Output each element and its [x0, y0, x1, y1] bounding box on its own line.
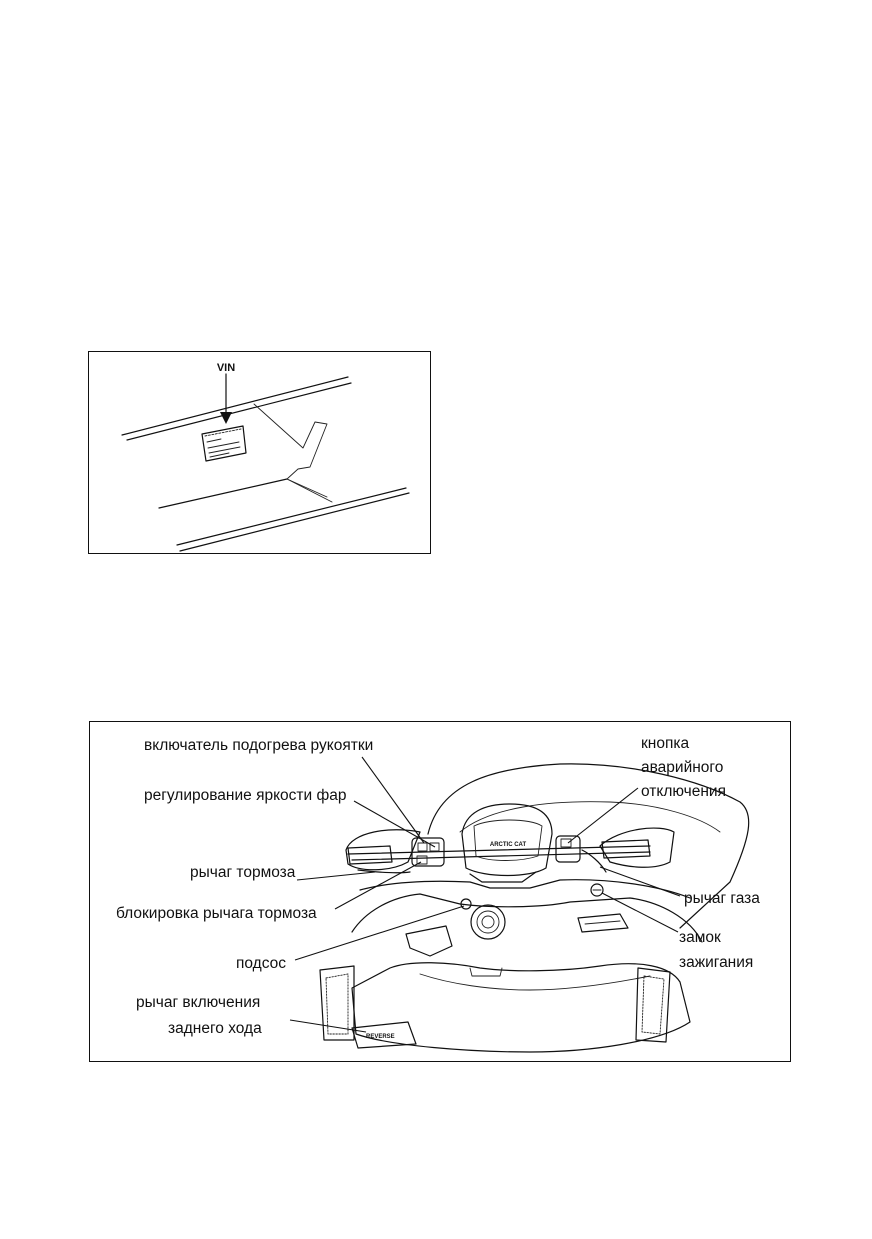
panel-edge-middle: [158, 478, 288, 509]
seat: [351, 962, 691, 1053]
leader-throttle: [599, 866, 681, 897]
label-reverse-lever-line1: рычаг включения: [136, 994, 260, 1011]
frame-seam: [253, 403, 333, 503]
gauge-pod: [461, 803, 553, 877]
emergency-stop-button-icon: [560, 838, 572, 848]
controls-drawing: ARCTIC CAT: [116, 735, 760, 1053]
panel-edge-upper: [121, 376, 349, 436]
steering-column: [469, 871, 537, 883]
right-switch-housing: [555, 835, 581, 863]
right-vent: [577, 913, 629, 933]
label-emergency-stop-line2: аварийного: [641, 759, 723, 776]
panel-edge-lower-inner: [179, 492, 410, 552]
console: [351, 893, 703, 943]
leader-reverse: [289, 1019, 367, 1033]
label-headlight-dimmer: регулирование яркости фар: [144, 787, 346, 804]
label-brake-lever-lock: блокировка рычага тормоза: [116, 905, 317, 922]
brake-lever-art: [357, 869, 411, 874]
label-ignition-line2: зажигания: [679, 954, 753, 971]
grip-heater-switch-icon: [417, 842, 428, 852]
handlebar: [347, 845, 651, 855]
label-brake-lever: рычаг тормоза: [190, 864, 296, 881]
leader-brake-lever: [296, 871, 376, 881]
throttle-lever-art: [581, 849, 607, 873]
leader-grip-heater: [361, 756, 425, 844]
vin-plate: [201, 425, 247, 462]
reverse-lever-art: [351, 1021, 417, 1049]
frame-seam-inner: [286, 478, 328, 498]
brand-decal: ARCTIC CAT: [490, 842, 527, 848]
choke-knob: [460, 898, 472, 910]
vin-location-figure: VIN: [88, 351, 431, 554]
label-reverse-lever-line2: заднего хода: [168, 1020, 262, 1037]
leader-emergency-stop: [567, 787, 639, 844]
right-grip: [601, 839, 651, 859]
label-emergency-stop-line1: кнопка: [641, 735, 689, 752]
vin-arrow-head: [220, 412, 232, 424]
brake-lock-icon: [416, 855, 428, 865]
hood-top: [359, 879, 691, 899]
leader-ignition: [601, 892, 679, 933]
ignition-key: [590, 883, 604, 897]
left-grip: [347, 845, 393, 865]
controls-figure: ARCTIC CAT: [89, 721, 791, 1062]
right-rear-reflector: [635, 967, 671, 1043]
label-choke: подсос: [236, 955, 286, 972]
snowmobile-illustration: ARCTIC CAT: [319, 763, 750, 1053]
label-throttle-lever: рычаг газа: [684, 890, 760, 907]
vin-label: VIN: [217, 362, 235, 374]
label-emergency-stop-line3: отключения: [641, 783, 726, 800]
leader-choke: [294, 905, 465, 961]
headlight-dimmer-switch-icon: [429, 842, 440, 852]
panel-edge-upper-inner: [126, 382, 352, 441]
glovebox-flap: [405, 925, 453, 957]
reverse-decal: REVERSE: [366, 1034, 395, 1040]
label-grip-heater-switch: включатель подогрева рукоятки: [144, 737, 373, 754]
vin-drawing: VIN: [121, 362, 410, 552]
left-rear-reflector: [319, 965, 355, 1041]
panel-edge-lower: [176, 487, 407, 546]
left-handguard: [345, 829, 421, 871]
label-ignition-line1: замок: [679, 929, 721, 946]
windshield: [427, 763, 750, 929]
right-handguard: [599, 827, 675, 868]
leader-headlight-dimmer: [353, 800, 436, 848]
leader-brake-lock: [334, 861, 422, 910]
fuel-cap: [470, 904, 506, 940]
left-switch-housing: [411, 837, 445, 867]
